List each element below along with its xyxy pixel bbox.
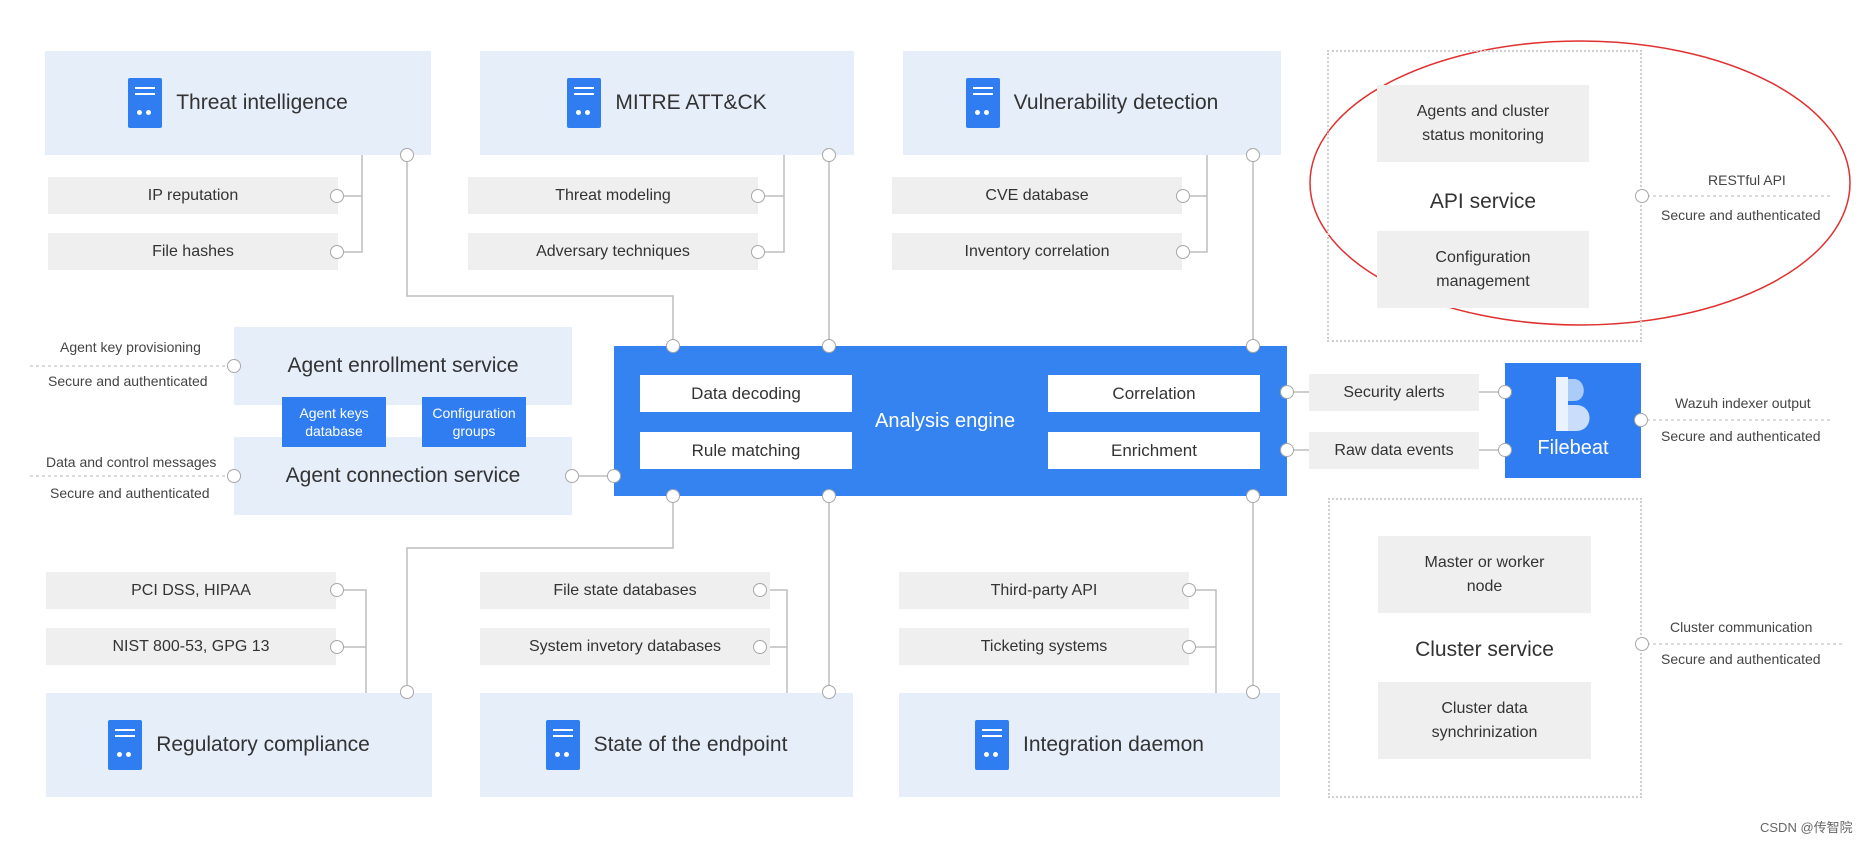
sub-file-state-databases: File state databases xyxy=(480,572,770,609)
connector-node xyxy=(753,640,767,654)
connector-node xyxy=(1635,189,1649,203)
cluster-data-synchronization: Cluster data synchrinization xyxy=(1378,682,1591,759)
connector-node xyxy=(751,189,765,203)
connector-node xyxy=(330,583,344,597)
sub-adversary-techniques: Adversary techniques xyxy=(468,233,758,270)
filebeat-logo-icon xyxy=(1556,377,1590,431)
sub-file-hashes: File hashes xyxy=(48,233,338,270)
connector-node xyxy=(1246,489,1260,503)
connector-node xyxy=(822,685,836,699)
note-secure-indexer: Secure and authenticated xyxy=(1661,428,1821,444)
connector-node xyxy=(565,469,579,483)
cluster-master-worker-node: Master or worker node xyxy=(1378,536,1591,613)
module-label: Vulnerability detection xyxy=(1013,91,1219,114)
connector-node xyxy=(1176,189,1190,203)
connector-node xyxy=(666,489,680,503)
connector-node xyxy=(1634,413,1648,427)
sub-threat-modeling: Threat modeling xyxy=(468,177,758,214)
sub-ticketing-systems: Ticketing systems xyxy=(899,628,1189,665)
filebeat-title: Filebeat xyxy=(1537,437,1609,459)
module-label: Threat intelligence xyxy=(176,91,348,114)
connector-node xyxy=(227,359,241,373)
connector-node xyxy=(330,245,344,259)
annotation-circle xyxy=(1309,40,1851,326)
module-vulnerability: Vulnerability detection xyxy=(903,51,1281,155)
connector-node xyxy=(1246,339,1260,353)
server-icon xyxy=(965,78,1000,128)
connector-node xyxy=(607,469,621,483)
sub-third-party-api: Third-party API xyxy=(899,572,1189,609)
filebeat: Filebeat xyxy=(1505,363,1641,478)
module-label: State of the endpoint xyxy=(593,733,788,756)
api-service-title: API service xyxy=(1429,190,1537,213)
output-raw-data-events: Raw data events xyxy=(1309,432,1479,469)
note-secure-api: Secure and authenticated xyxy=(1661,207,1821,223)
analysis-engine xyxy=(614,346,1287,496)
engine-rule-matching: Rule matching xyxy=(640,432,852,469)
note-secure-connection: Secure and authenticated xyxy=(50,485,210,501)
module-label: Integration daemon xyxy=(1023,733,1204,756)
note-wazuh-indexer-output: Wazuh indexer output xyxy=(1675,395,1811,411)
agent-keys-database: Agent keys database xyxy=(282,397,386,447)
module-label: MITRE ATT&CK xyxy=(615,91,767,114)
note-data-control-messages: Data and control messages xyxy=(46,454,217,470)
sub-ip-reputation: IP reputation xyxy=(48,177,338,214)
connector-node xyxy=(751,245,765,259)
agent-connection-service: Agent connection service xyxy=(234,437,572,515)
engine-correlation: Correlation xyxy=(1048,375,1260,412)
sub-nist: NIST 800-53, GPG 13 xyxy=(46,628,336,665)
connector-node xyxy=(227,469,241,483)
module-regulatory-compliance: Regulatory compliance xyxy=(46,693,432,797)
sub-inventory-correlation: Inventory correlation xyxy=(892,233,1182,270)
note-agent-key-provisioning: Agent key provisioning xyxy=(60,339,201,355)
engine-data-decoding: Data decoding xyxy=(640,375,852,412)
connector-node xyxy=(1182,640,1196,654)
connector-node xyxy=(666,339,680,353)
connector-node xyxy=(1498,385,1512,399)
connector-node xyxy=(1246,685,1260,699)
connector-node xyxy=(1246,148,1260,162)
note-secure-enrollment: Secure and authenticated xyxy=(48,373,208,389)
connector-node xyxy=(1176,245,1190,259)
cluster-service-title: Cluster service xyxy=(1415,638,1554,661)
api-configuration-management: Configuration management xyxy=(1377,231,1589,308)
agent-enrollment-service: Agent enrollment service xyxy=(234,327,572,405)
server-icon xyxy=(567,78,602,128)
configuration-groups: Configuration groups xyxy=(422,397,526,447)
connector-node xyxy=(1182,583,1196,597)
connector-node xyxy=(1280,443,1294,457)
server-icon xyxy=(128,78,163,128)
module-threat-intelligence: Threat intelligence xyxy=(45,51,431,155)
connector-node xyxy=(822,148,836,162)
connector-node xyxy=(1280,385,1294,399)
server-icon xyxy=(545,720,580,770)
connector-node xyxy=(330,640,344,654)
api-agents-monitoring: Agents and cluster status monitoring xyxy=(1377,85,1589,162)
connector-node xyxy=(400,685,414,699)
server-icon xyxy=(975,720,1010,770)
server-icon xyxy=(108,720,143,770)
module-integration-daemon: Integration daemon xyxy=(899,693,1280,797)
watermark: CSDN @传智院 xyxy=(1760,820,1853,835)
connector-node xyxy=(1635,637,1649,651)
module-mitre: MITRE ATT&CK xyxy=(480,51,854,155)
sub-system-inventory-databases: System invetory databases xyxy=(480,628,770,665)
sub-pci-dss: PCI DSS, HIPAA xyxy=(46,572,336,609)
engine-title: Analysis engine xyxy=(875,410,1016,432)
output-security-alerts: Security alerts xyxy=(1309,374,1479,411)
connector-node xyxy=(822,339,836,353)
note-secure-cluster: Secure and authenticated xyxy=(1661,651,1821,667)
note-restful-api: RESTful API xyxy=(1708,172,1786,188)
connector-node xyxy=(753,583,767,597)
sub-cve-database: CVE database xyxy=(892,177,1182,214)
note-cluster-communication: Cluster communication xyxy=(1670,619,1813,635)
module-label: Regulatory compliance xyxy=(156,733,370,756)
connector-node xyxy=(822,489,836,503)
module-state-endpoint: State of the endpoint xyxy=(480,693,853,797)
connector-node xyxy=(1498,443,1512,457)
connector-node xyxy=(400,148,414,162)
connector-node xyxy=(330,189,344,203)
engine-enrichment: Enrichment xyxy=(1048,432,1260,469)
